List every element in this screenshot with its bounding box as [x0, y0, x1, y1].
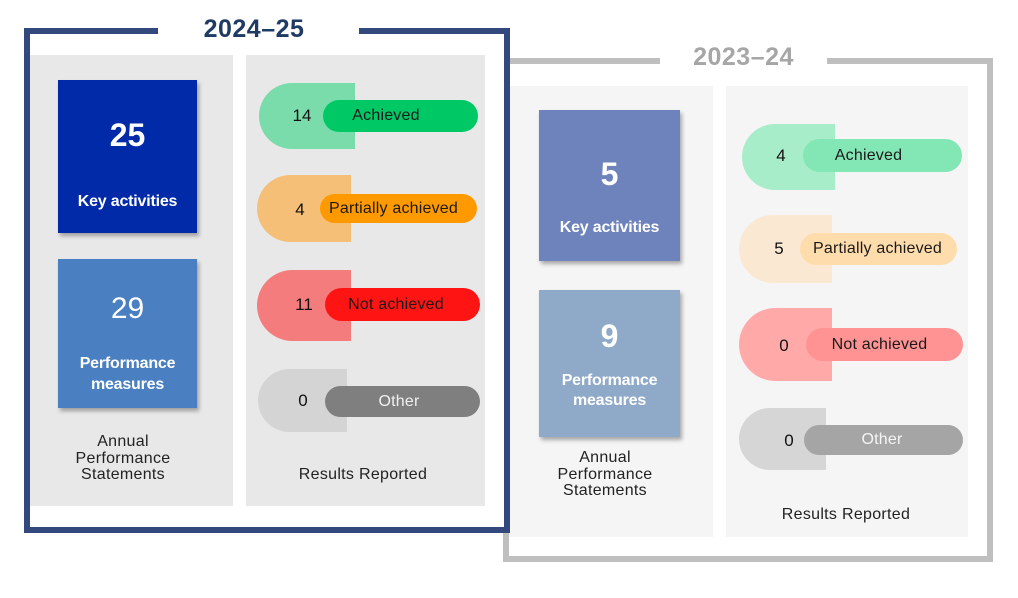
- partially-achieved-label: Partially achieved: [813, 240, 942, 257]
- results-caption-2023-24: Results Reported: [781, 506, 911, 523]
- performance-measures-card-2024-25: 29 Performance measures: [58, 259, 197, 408]
- results-caption-2024-25: Results Reported: [298, 466, 428, 483]
- not-achieved-count: 11: [295, 295, 313, 314]
- partially-achieved-count: 4: [295, 200, 305, 219]
- not-achieved-badge: Not achieved: [325, 288, 480, 321]
- not-achieved-label: Not achieved: [348, 295, 444, 313]
- performance-measures-label: Performance measures: [79, 355, 176, 393]
- key-activities-label: Key activities: [559, 219, 660, 236]
- other-badge: Other: [325, 386, 480, 417]
- partially-achieved-label: Partially achieved: [329, 199, 458, 217]
- performance-measures-value: 29: [110, 292, 145, 325]
- not-achieved-label: Not achieved: [831, 335, 928, 353]
- year-2023-24-title: 2023–24: [660, 42, 827, 72]
- other-label: Other: [378, 392, 420, 410]
- achieved-badge: Achieved: [323, 100, 478, 132]
- other-count: 0: [784, 431, 794, 450]
- aps-caption-2023-24: Annual Performance Statements: [557, 449, 653, 499]
- key-activities-value: 25: [109, 117, 146, 153]
- achieved-label: Achieved: [352, 107, 420, 124]
- other-label: Other: [861, 431, 903, 448]
- other-count: 0: [298, 391, 308, 410]
- key-activities-card-2024-25: 25 Key activities: [58, 80, 197, 233]
- achieved-label: Achieved: [834, 146, 903, 164]
- achieved-count: 4: [776, 146, 786, 165]
- performance-measures-value: 9: [600, 318, 619, 354]
- partially-achieved-badge: Partially achieved: [800, 233, 957, 265]
- not-achieved-badge: Not achieved: [806, 328, 963, 361]
- partially-achieved-badge: Partially achieved: [320, 194, 477, 223]
- performance-measures-card-2023-24: 9 Performance measures: [539, 290, 680, 437]
- partially-achieved-count: 5: [774, 239, 784, 258]
- other-badge: Other: [804, 425, 963, 455]
- achieved-badge: Achieved: [803, 139, 962, 172]
- key-activities-label: Key activities: [77, 193, 178, 210]
- year-2024-25-title: 2024–25: [158, 14, 359, 44]
- achieved-count: 14: [292, 106, 312, 125]
- key-activities-value: 5: [600, 156, 619, 192]
- performance-measures-label: Performance measures: [561, 372, 658, 409]
- not-achieved-count: 0: [779, 336, 789, 355]
- key-activities-card-2023-24: 5 Key activities: [539, 110, 680, 261]
- aps-caption-2024-25: Annual Performance Statements: [75, 433, 171, 483]
